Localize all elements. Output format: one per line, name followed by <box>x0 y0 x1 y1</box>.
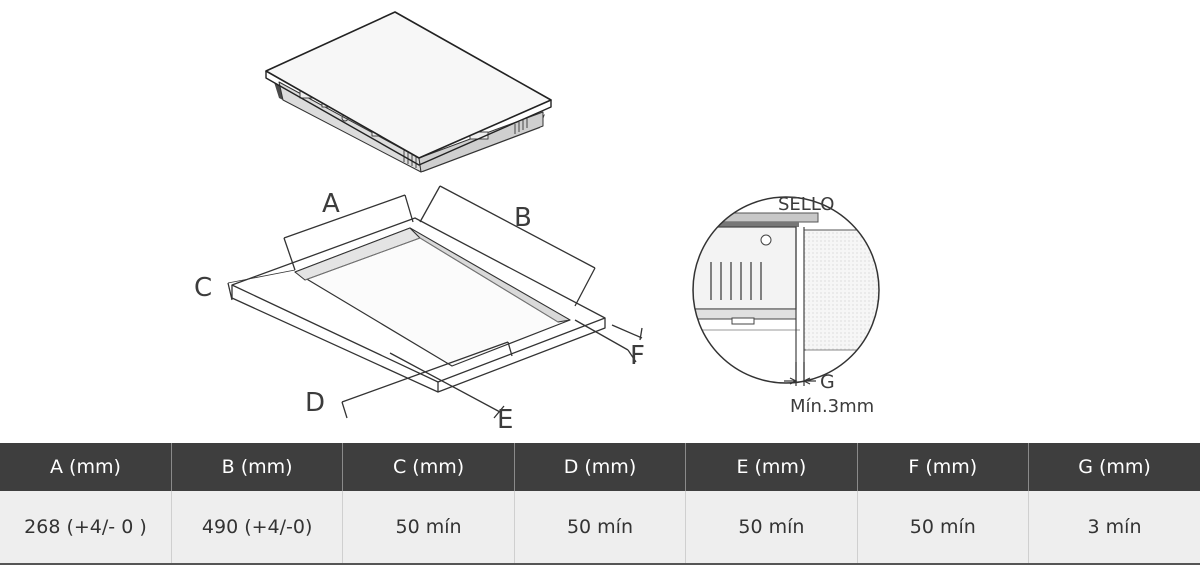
header-d: D (mm) <box>514 443 687 491</box>
label-g: G <box>820 371 835 393</box>
header-f: F (mm) <box>857 443 1030 491</box>
dimension-c <box>227 269 296 301</box>
dimension-a <box>283 194 414 271</box>
installation-diagram: A B C D E F <box>194 11 880 435</box>
min-gap-label: Mín.3mm <box>790 396 874 417</box>
dimensions-table: A (mm) B (mm) C (mm) D (mm) E (mm) F (mm… <box>0 443 1200 565</box>
label-c: C <box>194 273 212 303</box>
header-c: C (mm) <box>342 443 515 491</box>
seal-label: SELLO <box>778 194 834 215</box>
label-b: B <box>514 203 532 233</box>
table-row: 268 (+4/- 0 ) 490 (+4/-0) 50 mín 50 mín … <box>0 491 1200 565</box>
label-f: F <box>630 341 645 371</box>
cooktop-illustration <box>265 11 552 173</box>
value-b: 490 (+4/-0) <box>171 491 344 565</box>
value-g: 3 mín <box>1028 491 1200 565</box>
value-c: 50 mín <box>342 491 515 565</box>
cutout-illustration <box>231 217 606 393</box>
dimension-b <box>419 185 596 307</box>
header-e: E (mm) <box>685 443 858 491</box>
value-a: 268 (+4/- 0 ) <box>0 491 172 565</box>
label-d: D <box>305 388 325 418</box>
label-a: A <box>322 189 340 219</box>
dimension-e <box>389 352 505 419</box>
dimension-f <box>574 319 643 363</box>
header-b: B (mm) <box>171 443 344 491</box>
header-g: G (mm) <box>1028 443 1200 491</box>
table-header-row: A (mm) B (mm) C (mm) D (mm) E (mm) F (mm… <box>0 443 1200 491</box>
seal-detail-circle <box>692 196 880 386</box>
label-e: E <box>497 405 513 435</box>
value-d: 50 mín <box>514 491 687 565</box>
value-f: 50 mín <box>857 491 1030 565</box>
value-e: 50 mín <box>685 491 858 565</box>
header-a: A (mm) <box>0 443 172 491</box>
